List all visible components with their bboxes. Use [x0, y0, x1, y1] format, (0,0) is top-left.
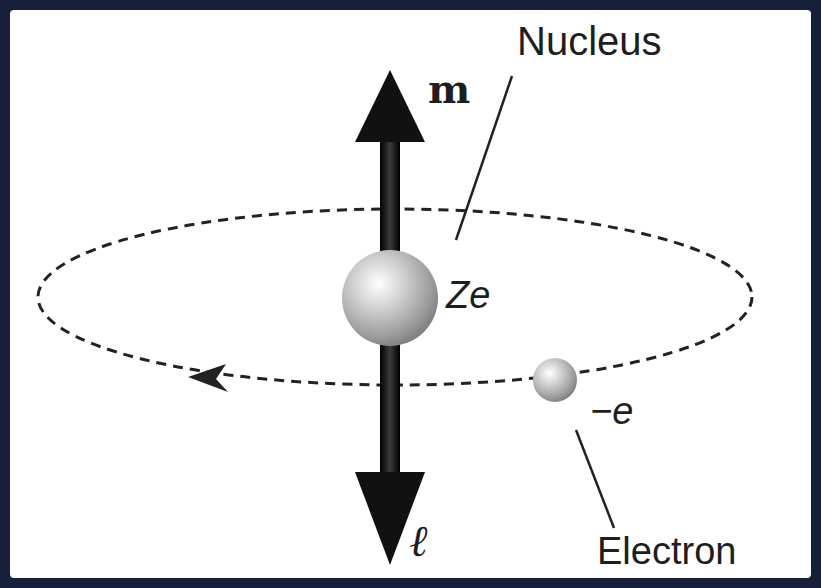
moment-symbol: m: [428, 66, 470, 112]
moment-arrowhead: [355, 70, 425, 142]
orbit-arrowhead: [188, 364, 228, 392]
part-name: Electron: [597, 530, 736, 574]
angular-momentum-symbol: ℓ: [410, 516, 429, 567]
moment-arrow-shaft: [380, 138, 400, 258]
leader-line: [576, 430, 614, 528]
electron-sphere: [533, 358, 577, 402]
nucleus-sphere: [342, 250, 438, 346]
charge-label: Ze: [446, 274, 490, 318]
part-name: Nucleus: [517, 18, 662, 64]
charge-label: −e: [590, 390, 633, 434]
angular-momentum-arrow-shaft: [380, 335, 400, 475]
